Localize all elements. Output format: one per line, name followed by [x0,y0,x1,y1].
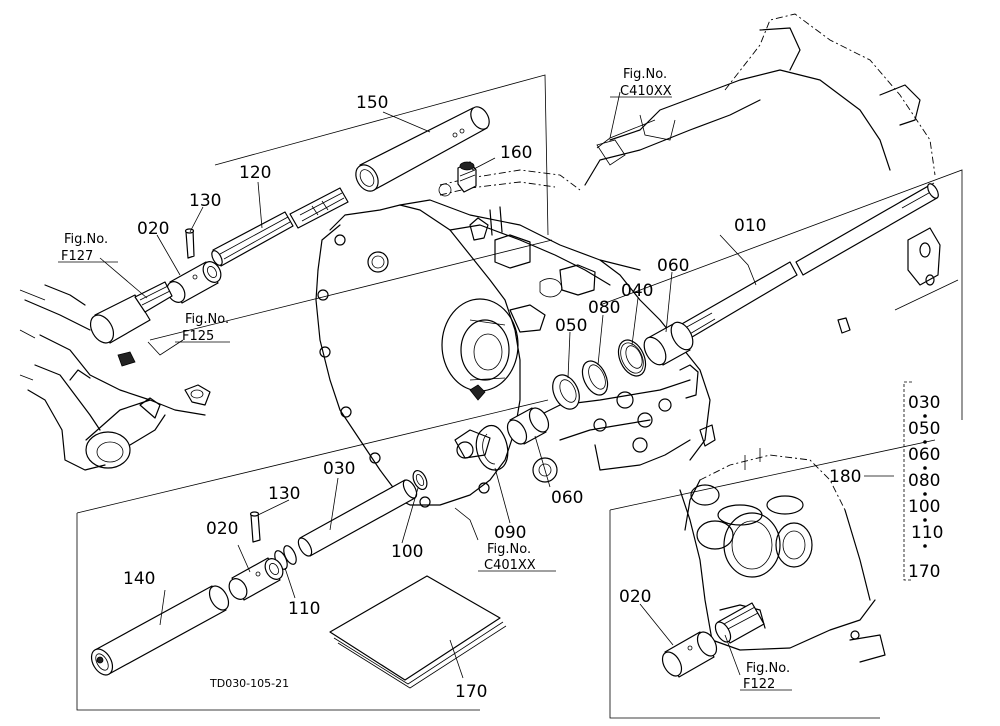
right-bracket [837,227,941,334]
kit-list: 030 050 060 080 100 110 170 [908,393,943,582]
kit-item: 060 [908,445,940,465]
kit-item: 170 [908,562,940,582]
label-part-170: 170 [455,682,487,702]
front-housing-outline [315,199,716,508]
part-040-bearing [617,339,647,377]
part-140-tube [90,585,230,676]
part-160-plug [457,161,477,193]
left-frame-outline [19,284,211,471]
label-part-060-top: 060 [657,256,689,276]
part-060-collar-bottom [506,407,550,445]
fig-ref-c401-line1: Fig.No. [487,542,531,557]
part-170-manual [329,575,507,689]
label-part-020-right: 020 [619,587,651,607]
part-130-pin-bottom [249,511,261,543]
kit-dot [923,544,927,548]
fig-ref-f122-line1: Fig.No. [746,661,790,676]
kit-item: 050 [908,419,940,439]
part-120-shaft [211,187,349,267]
fig-ref-c401-line2: C401XX [484,558,536,573]
figure-references: Fig.No. C410XX Fig.No. F127 Fig.No. F125… [61,67,790,692]
label-part-180: 180 [829,467,861,487]
label-part-050: 050 [555,316,587,336]
label-part-090: 090 [494,523,526,543]
kit-bracket [903,381,927,581]
part-080-ring [581,360,609,396]
rear-housing-outline [584,13,936,186]
fig-ref-f122-line2: F122 [743,677,775,692]
kit-item: 100 [908,497,940,517]
kit-item: 080 [908,471,940,491]
part-090-snap-ring [475,424,509,471]
label-part-110: 110 [288,599,320,619]
part-100-o-ring [412,469,428,491]
f127-shaft-stub [89,281,173,344]
label-part-040: 040 [621,281,653,301]
part-130-pin-top [184,228,195,259]
label-part-130-bottom: 130 [268,484,300,504]
part-020-coupling-bottom [228,557,284,601]
fig-ref-f125-line2: F125 [182,329,214,344]
label-part-130-top: 130 [189,191,221,211]
drawing-code: TD030-105-21 [209,677,289,690]
fig-ref-f127-line2: F127 [61,249,93,264]
f122-shaft [714,602,765,644]
fig-ref-c410-line2: C410XX [620,84,672,99]
label-part-020-bottom: 020 [206,519,238,539]
part-020-coupling-top [166,261,222,304]
label-part-160: 160 [500,143,532,163]
part-020-coupling-right [661,631,718,678]
label-part-030: 030 [323,459,355,479]
fig-ref-c410-line1: Fig.No. [623,67,667,82]
part-150-tube [355,106,490,192]
label-part-100: 100 [391,542,423,562]
kit-dot [923,466,927,470]
part-050-seal [552,374,580,410]
kit-dot [923,440,927,444]
kit-item: 110 [911,523,943,543]
kit-dot [923,492,927,496]
kit-item: 030 [908,393,940,413]
label-part-080: 080 [588,298,620,318]
label-part-140: 140 [123,569,155,589]
fig-ref-f127-line1: Fig.No. [64,232,108,247]
label-part-010: 010 [734,216,766,236]
kit-dot [923,518,927,522]
kit-dot [923,414,927,418]
guide-planes [19,74,963,719]
leader-lines [58,91,894,691]
part-labels: 150 160 120 130 020 010 060 040 080 050 … [123,93,861,702]
label-part-120: 120 [239,163,271,183]
label-part-060-bottom: 060 [551,488,583,508]
fig-ref-f125-line1: Fig.No. [185,312,229,327]
label-part-020-top: 020 [137,219,169,239]
label-part-150: 150 [356,93,388,113]
lower-right-housing-outline [679,448,886,663]
